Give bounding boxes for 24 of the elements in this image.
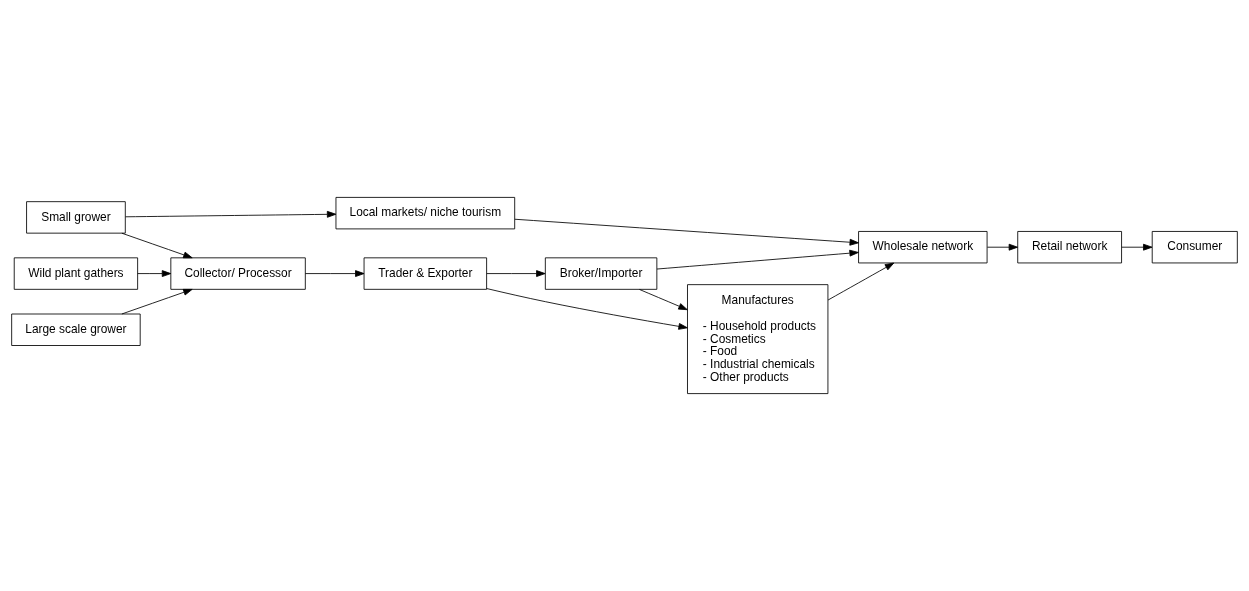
arrow	[827, 262, 895, 301]
arrow	[121, 232, 193, 259]
node-box: Large scale grower	[11, 313, 141, 346]
arrow	[486, 288, 688, 330]
arrow	[656, 249, 859, 270]
node-box: Wild plant gathers	[13, 257, 139, 290]
node-box: Broker/Importer	[544, 257, 658, 290]
node-box: Trader & Exporter	[363, 257, 488, 290]
node-box: Retail network	[1017, 231, 1122, 264]
arrow	[1121, 243, 1153, 251]
arrow	[514, 218, 859, 246]
node-box: Small grower	[26, 201, 126, 234]
arrow	[639, 289, 688, 311]
node-box: Local markets/ niche tourism	[335, 196, 516, 230]
node-box: Manufactures - Household products - Cosmetics - Food - Industrial chemicals - Other products	[687, 284, 829, 395]
arrow	[137, 270, 172, 277]
arrow	[121, 288, 193, 315]
node-box: Collector/ Processor	[170, 257, 306, 290]
arrow	[304, 270, 365, 277]
arrow	[986, 243, 1019, 251]
node-box: Wholesale network	[858, 231, 988, 264]
arrow	[486, 270, 546, 277]
node-box: Consumer	[1151, 231, 1238, 264]
arrow	[125, 210, 337, 218]
